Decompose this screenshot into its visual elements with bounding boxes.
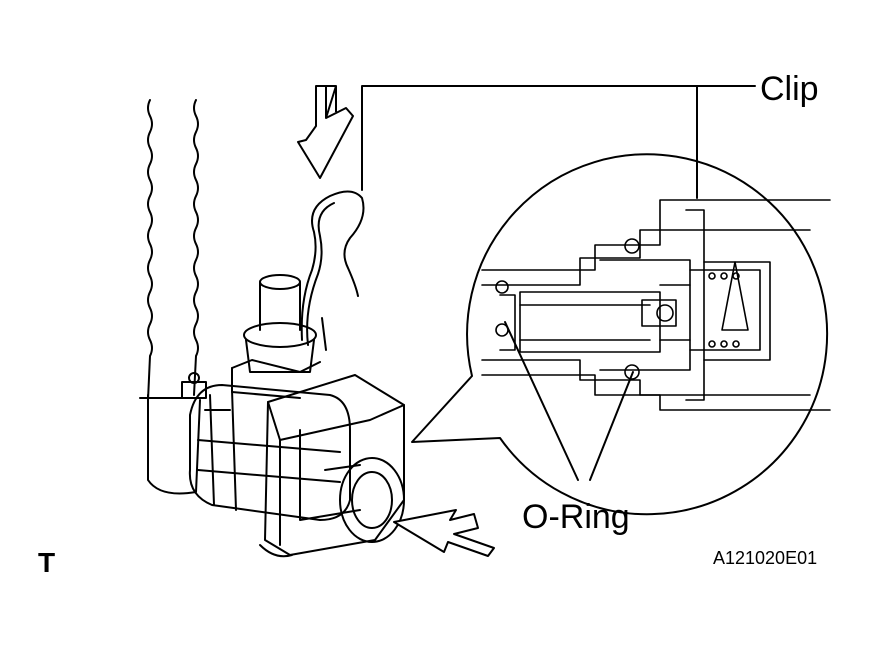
connector-body bbox=[181, 372, 351, 521]
hose-pipe bbox=[139, 99, 206, 495]
cross-section bbox=[481, 199, 831, 411]
arrow-down-icon bbox=[297, 85, 354, 179]
figure-code: A121020E01 bbox=[713, 548, 818, 568]
leader-lines bbox=[361, 85, 756, 481]
detail-callout bbox=[411, 153, 829, 516]
clip-label: Clip bbox=[760, 70, 819, 108]
retainer-housing bbox=[259, 374, 405, 558]
nipple-pipe bbox=[231, 274, 321, 399]
arrow-left-icon bbox=[393, 509, 495, 557]
view-marker: T bbox=[38, 547, 56, 578]
clip-wire bbox=[300, 190, 365, 351]
o-ring-label: O-Ring bbox=[522, 498, 630, 536]
